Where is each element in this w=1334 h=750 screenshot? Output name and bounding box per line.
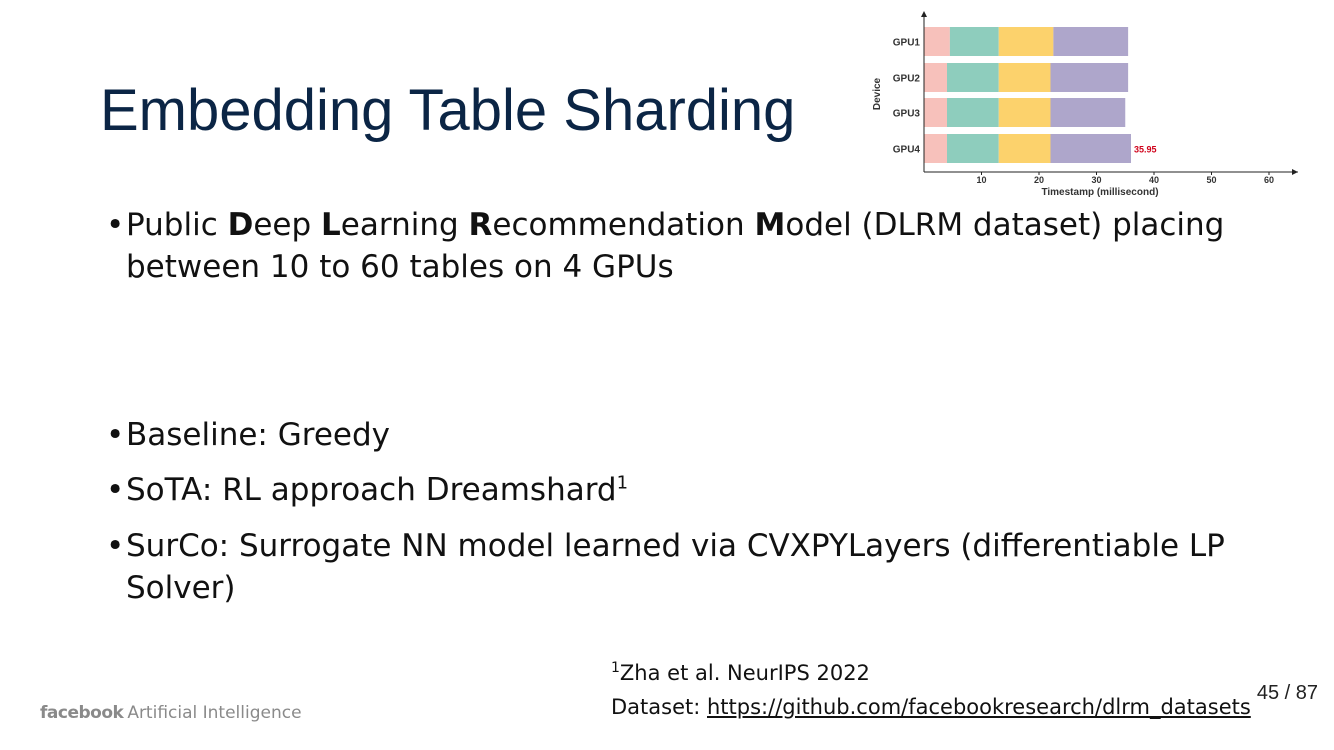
x-axis-arrow <box>1292 169 1298 175</box>
bar-gpu4-segment-3 <box>998 134 1051 163</box>
y-tick-label: GPU4 <box>893 145 921 156</box>
bar-gpu1-segment-1 <box>924 27 950 56</box>
bar-gpu1-segment-4 <box>1053 27 1129 56</box>
x-tick-label: 20 <box>1034 175 1044 185</box>
bullet-text: 1 <box>616 472 629 494</box>
slide-title: Embedding Table Sharding <box>100 78 796 143</box>
bar-gpu3-segment-4 <box>1050 98 1126 127</box>
x-tick-label: 60 <box>1264 175 1274 185</box>
bullet-text: ecommendation <box>492 207 755 243</box>
bullet-text: L <box>321 207 341 243</box>
bullet-dot: • <box>106 207 125 243</box>
footnote: 1Zha et al. NeurIPS 2022 Dataset: https:… <box>611 656 1251 724</box>
x-tick-label: 50 <box>1206 175 1216 185</box>
y-tick-label: GPU2 <box>893 74 921 85</box>
y-tick-label: GPU3 <box>893 109 921 120</box>
bullet-text: SurCo: Surrogate NN model learned via CV… <box>126 528 1225 606</box>
bar-gpu3-segment-3 <box>998 98 1051 127</box>
bar-gpu2-segment-1 <box>924 63 947 92</box>
bullet-surco: •SurCo: Surrogate NN model learned via C… <box>106 525 1286 609</box>
bullet-dot: • <box>106 472 125 508</box>
footnote-dataset-line: Dataset: https://github.com/facebookrese… <box>611 690 1251 724</box>
bullet-dlrm: •Public Deep Learning Recommendation Mod… <box>106 204 1286 288</box>
bullet-baseline: •Baseline: Greedy <box>106 414 1286 456</box>
bar-gpu3-segment-2 <box>947 98 999 127</box>
bullet-text: eep <box>253 207 322 243</box>
x-tick-label: 40 <box>1149 175 1159 185</box>
page-number: 45 / 87 <box>1256 682 1318 704</box>
bullet-text: R <box>468 207 493 243</box>
bar-gpu4-segment-4 <box>1050 134 1131 163</box>
x-tick-label: 10 <box>976 175 986 185</box>
footnote-marker: 1 <box>611 660 620 676</box>
bar-gpu1-segment-2 <box>949 27 999 56</box>
bullet-text: Baseline: Greedy <box>126 417 390 453</box>
bar-gpu2-segment-4 <box>1050 63 1129 92</box>
bullet-dot: • <box>106 528 125 564</box>
y-axis-label: Device <box>872 77 883 110</box>
bullet-sota: •SoTA: RL approach Dreamshard1 <box>106 469 1286 511</box>
logo-text: Artificial Intelligence <box>127 703 302 723</box>
x-tick-label: 30 <box>1091 175 1101 185</box>
bar-gpu1-segment-3 <box>998 27 1054 56</box>
bullet-text: odel (DLRM dataset) placing between 10 t… <box>126 207 1225 285</box>
total-annotation: 35.95 <box>1134 145 1157 155</box>
bullet-dot: • <box>106 417 125 453</box>
bar-gpu3-segment-1 <box>924 98 947 127</box>
bullet-text: SoTA: RL approach Dreamshard <box>126 472 617 508</box>
y-axis-arrow <box>921 11 927 17</box>
bullet-text: D <box>227 207 254 243</box>
footnote-citation: Zha et al. NeurIPS 2022 <box>619 661 870 685</box>
bullet-text: M <box>754 207 786 243</box>
bar-gpu2-segment-2 <box>947 63 999 92</box>
x-axis-label: Timestamp (millisecond) <box>1041 187 1158 198</box>
y-tick-label: GPU1 <box>893 38 921 49</box>
dataset-link[interactable]: https://github.com/facebookresearch/dlrm… <box>707 695 1251 719</box>
logo-brand: facebook <box>40 703 124 723</box>
bullet-text: earning <box>340 207 469 243</box>
dataset-label: Dataset: <box>611 695 707 719</box>
bar-gpu4-segment-2 <box>947 134 999 163</box>
footnote-citation-line: 1Zha et al. NeurIPS 2022 <box>611 656 1251 690</box>
bullet-text: Public <box>126 207 228 243</box>
bar-gpu4-segment-1 <box>924 134 947 163</box>
bar-gpu2-segment-3 <box>998 63 1051 92</box>
